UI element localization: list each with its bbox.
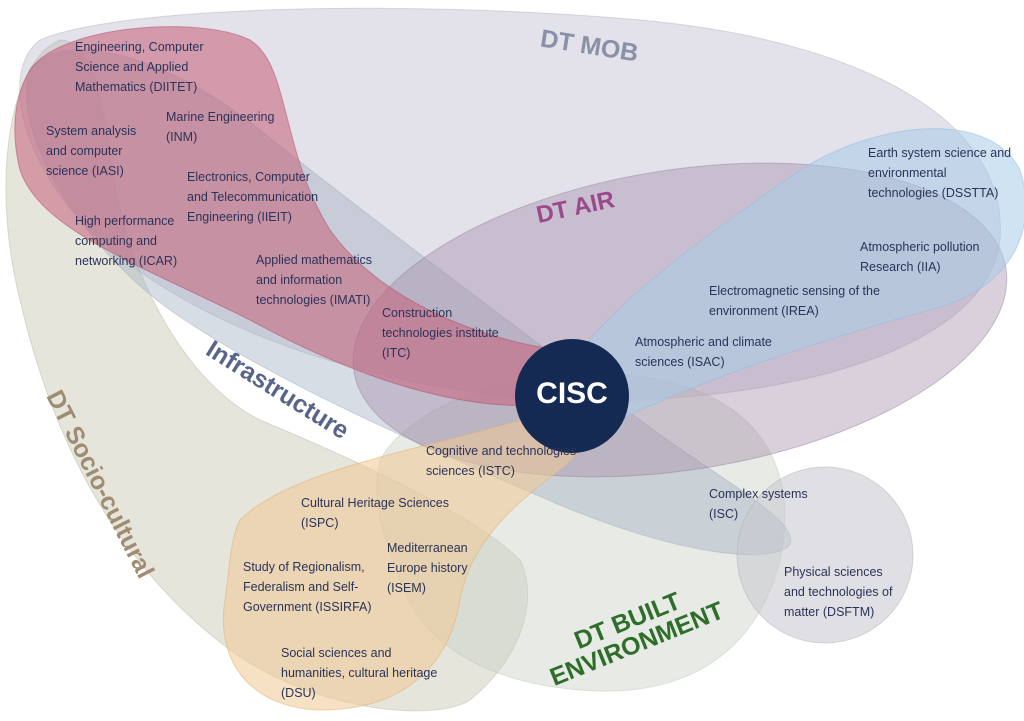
institute-label-imati: Applied mathematics and information tech… xyxy=(256,253,373,307)
institute-label-issirfa: Study of Regionalism, Federalism and Sel… xyxy=(243,560,372,614)
region-heritage xyxy=(222,413,586,711)
institute-label-icar: High performance computing and networkin… xyxy=(75,214,178,268)
region-physical-sciences xyxy=(736,466,914,644)
institute-label-ispc: Cultural Heritage Sciences (ISPC) xyxy=(301,496,449,530)
institute-label-dsstta: Earth system science and environmental t… xyxy=(868,146,1012,200)
institute-label-diitet: Engineering, Computer Science and Applie… xyxy=(75,40,204,94)
institute-label-dsu: Social sciences and humanities, cultural… xyxy=(281,646,438,700)
institute-label-isem: Mediterranean Europe history (ISEM) xyxy=(387,541,468,595)
institute-label-iia: Atmospheric pollution Research (IIA) xyxy=(860,240,980,274)
institute-label-irea: Electromagnetic sensing of the environme… xyxy=(709,284,880,318)
institute-label-isac: Atmospheric and climate sciences (ISAC) xyxy=(635,335,772,369)
institute-label-dsftm: Physical sciences and technologies of ma… xyxy=(784,565,893,619)
institute-label-iasi: System analysis and computer science (IA… xyxy=(46,124,137,178)
institute-label-iieit: Electronics, Computer and Telecommunicat… xyxy=(187,170,319,224)
institute-label-itc: Construction technologies institute (ITC… xyxy=(382,306,499,360)
center-circle xyxy=(515,339,629,453)
institute-label-istc: Cognitive and technologies sciences (IST… xyxy=(426,444,577,478)
institute-label-inm: Marine Engineering (INM) xyxy=(166,110,275,144)
center-label: CISC xyxy=(536,377,608,410)
institute-label-isc: Complex systems (ISC) xyxy=(709,487,808,521)
